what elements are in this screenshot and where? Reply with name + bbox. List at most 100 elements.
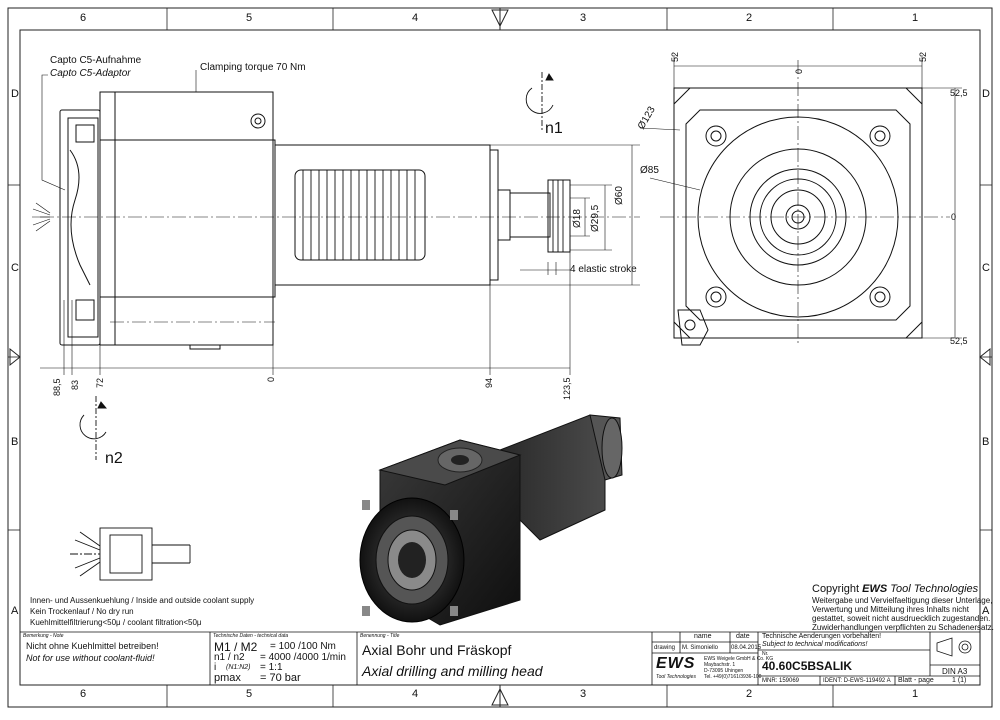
dim-88-5: 88,5 <box>52 378 62 396</box>
title-block-grid <box>20 631 980 685</box>
dim-72: 72 <box>95 377 105 388</box>
zone-col-bottom-5: 5 <box>246 688 253 700</box>
zone-col-bottom-4: 4 <box>412 688 419 700</box>
ews-logo: EWS <box>656 655 696 672</box>
zone-col-top-4: 4 <box>412 12 419 24</box>
tech-i-label: i <box>214 662 217 673</box>
title-en: Axial drilling and milling head <box>362 663 543 679</box>
zone-col-top-3: 3 <box>580 12 587 24</box>
company-line-1: EWS Weigele GmbH & Co. KG <box>704 656 774 662</box>
zone-col-bottom-2: 2 <box>746 688 753 700</box>
drawing-name: M. Simoniello <box>682 645 719 651</box>
copyright-line-4: Zuwiderhandlungen verpflichten zu Schade… <box>812 623 994 632</box>
side-view <box>40 91 640 350</box>
coolant-note-2: Kein Trockenlauf / No dry run <box>30 607 134 616</box>
sheet-format: DIN A3 <box>942 667 968 676</box>
copyright-line-3: gestattet, soweit nicht ausdruecklich zu… <box>812 614 991 623</box>
front-dims <box>660 55 962 345</box>
dim-d29-5: Ø29,5 <box>590 204 601 232</box>
dim-d60: Ø60 <box>614 186 625 205</box>
zone-col-top-5: 5 <box>246 12 253 24</box>
front-dim-top-zero: 0 <box>794 68 804 74</box>
tech-m-value: = 100 /100 Nm <box>270 641 336 652</box>
title-de: Axial Bohr und Fräskopf <box>362 642 512 658</box>
zone-col-top-6: 6 <box>80 12 87 24</box>
thread-ribs <box>302 170 564 260</box>
zone-col-bottom-3: 3 <box>580 688 587 700</box>
front-dim-right-top: 52,5 <box>950 88 968 98</box>
rotation-symbols <box>79 72 554 460</box>
projection-symbol-icon <box>936 637 972 657</box>
zone-col-bottom-1: 1 <box>912 688 919 700</box>
tech-p-label: pmax <box>214 672 241 684</box>
dim-123-5: 123,5 <box>562 377 572 400</box>
tech-n-label: n1 / n2 <box>214 652 245 663</box>
company-line-4: Tel. +49(0)7161/3936-100 <box>704 674 762 680</box>
company-line-2: Maybachstr. 1 <box>704 662 736 668</box>
tech-m-label: M1 / M2 <box>214 640 258 654</box>
copyright-prefix: Copyright <box>812 583 860 595</box>
note-header: Bemerkung - Note <box>23 633 64 639</box>
coolant-note-3: Kuehlmittelfiltrierung<50μ / coolant fil… <box>30 618 202 627</box>
copyright-line-2: Verwertung und Mitteilung ihres Inhalts … <box>812 605 969 614</box>
col-date-header: date <box>736 633 750 640</box>
coolant-schematic <box>70 527 191 581</box>
dim-lines-vertical <box>40 144 640 375</box>
note-en: Not for use without coolant-fluid! <box>26 653 155 663</box>
tech-i-value: = 1:1 <box>260 662 283 673</box>
coolant-note-1: Innen- und Aussenkuehlung / Inside and o… <box>30 596 255 605</box>
ident-number: IDENT: D-EWS-119492 A <box>823 678 891 684</box>
copyright-line-1: Weitergabe und Vervielfaeltigung dieser … <box>812 596 993 605</box>
ews-logo-sub: Tool Technologies <box>656 674 696 680</box>
clamping-torque-label: Clamping torque 70 Nm <box>200 62 306 73</box>
zone-row-right-a: A <box>982 605 990 617</box>
zone-row-right-b: B <box>982 436 990 448</box>
col-name-header: name <box>694 633 712 640</box>
mnr-number: MNR: 159069 <box>762 678 800 684</box>
zone-row-right-d: D <box>982 88 990 100</box>
leader-lines <box>41 70 701 191</box>
zone-row-right-c: C <box>982 262 990 274</box>
drawing-date: 08.04.2015 <box>731 645 762 651</box>
capto-label-de: Capto C5-Aufnahme <box>50 55 142 66</box>
dim-0: 0 <box>266 376 276 382</box>
centering-marks <box>9 8 991 707</box>
zone-row-left-b: B <box>11 436 19 448</box>
front-dim-top-left: 52 <box>670 51 680 62</box>
zone-col-bottom-6: 6 <box>80 688 87 700</box>
zone-col-top-2: 2 <box>746 12 753 24</box>
copyright-brand: EWS <box>862 583 888 595</box>
rotation-n1-label: n1 <box>545 120 563 137</box>
sheet-number: 1 (1) <box>952 677 967 684</box>
isometric-render <box>359 414 623 626</box>
rotation-n2-label: n2 <box>105 450 123 467</box>
dim-83: 83 <box>70 379 80 390</box>
part-number: 40.60C5BSALIK <box>762 659 853 673</box>
zone-row-left-a: A <box>11 605 19 617</box>
tech-p-value: = 70 bar <box>260 672 301 684</box>
part-no-label: Nr. <box>762 651 769 657</box>
dim-elastic-stroke: 4 elastic stroke <box>570 264 637 275</box>
drawing-label: drawing <box>654 645 676 651</box>
dim-94: 94 <box>484 377 494 388</box>
zone-col-top-1: 1 <box>912 12 919 24</box>
tech-i-sub: (N1:N2) <box>226 664 251 671</box>
tech-header: Technische Daten - technical data <box>213 633 289 639</box>
zone-row-left-d: D <box>11 88 19 100</box>
front-dim-right-zero: 0 <box>951 212 957 222</box>
sheet-label: Blatt - page <box>898 677 934 684</box>
title-header: Benennung - Title <box>360 633 400 639</box>
copyright-suffix: Tool Technologies <box>890 583 979 595</box>
zone-row-left-c: C <box>11 262 19 274</box>
dim-d18: Ø18 <box>572 209 583 228</box>
tech-n-value: = 4000 /4000 1/min <box>260 652 346 663</box>
copyright-title: Copyright EWS Tool Technologies <box>812 583 978 595</box>
front-dim-d85: Ø85 <box>640 165 659 176</box>
capto-label-en: Capto C5-Adaptor <box>50 68 131 79</box>
front-dim-top-right: 52 <box>918 51 928 62</box>
note-de: Nicht ohne Kuehlmittel betreiben! <box>26 641 159 651</box>
change-note-de: Technische Aenderungen vorbehalten! <box>762 633 882 640</box>
change-note-en: Subject to technical modifications! <box>762 641 868 648</box>
